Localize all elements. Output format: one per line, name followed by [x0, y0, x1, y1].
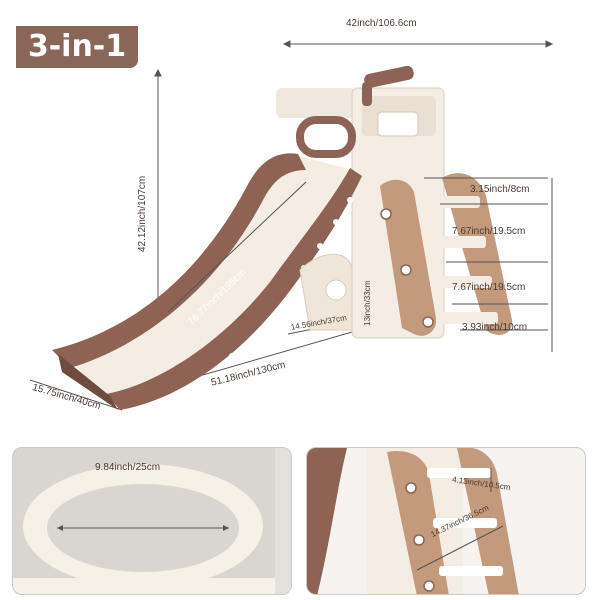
ring-illustration [13, 448, 291, 594]
ring-detail-panel: 9.84inch/25cm [12, 447, 292, 595]
platform-height-dimension: 13inch/33cm [363, 280, 372, 326]
step-2-dimension: 7.67inch/19.5cm [452, 226, 526, 237]
ring-diameter-dimension: 9.84inch/25cm [95, 462, 161, 473]
three-in-one-badge: 3-in-1 [16, 26, 138, 68]
step-3-dimension: 7.67inch/19.5cm [452, 282, 526, 293]
ladder-detail-illustration [307, 448, 519, 594]
step-1-dimension: 3.15inch/8cm [470, 184, 530, 195]
width-dimension: 42inch/106.6cm [346, 18, 417, 29]
ladder-detail-panel: 4.13inch/10.5cm 14.37inch/36.5cm [306, 447, 586, 595]
slide-set-illustration [29, 40, 554, 411]
step-4-dimension: 3.93inch/10cm [462, 322, 528, 333]
height-dimension: 42.12inch/107cm [137, 175, 148, 252]
